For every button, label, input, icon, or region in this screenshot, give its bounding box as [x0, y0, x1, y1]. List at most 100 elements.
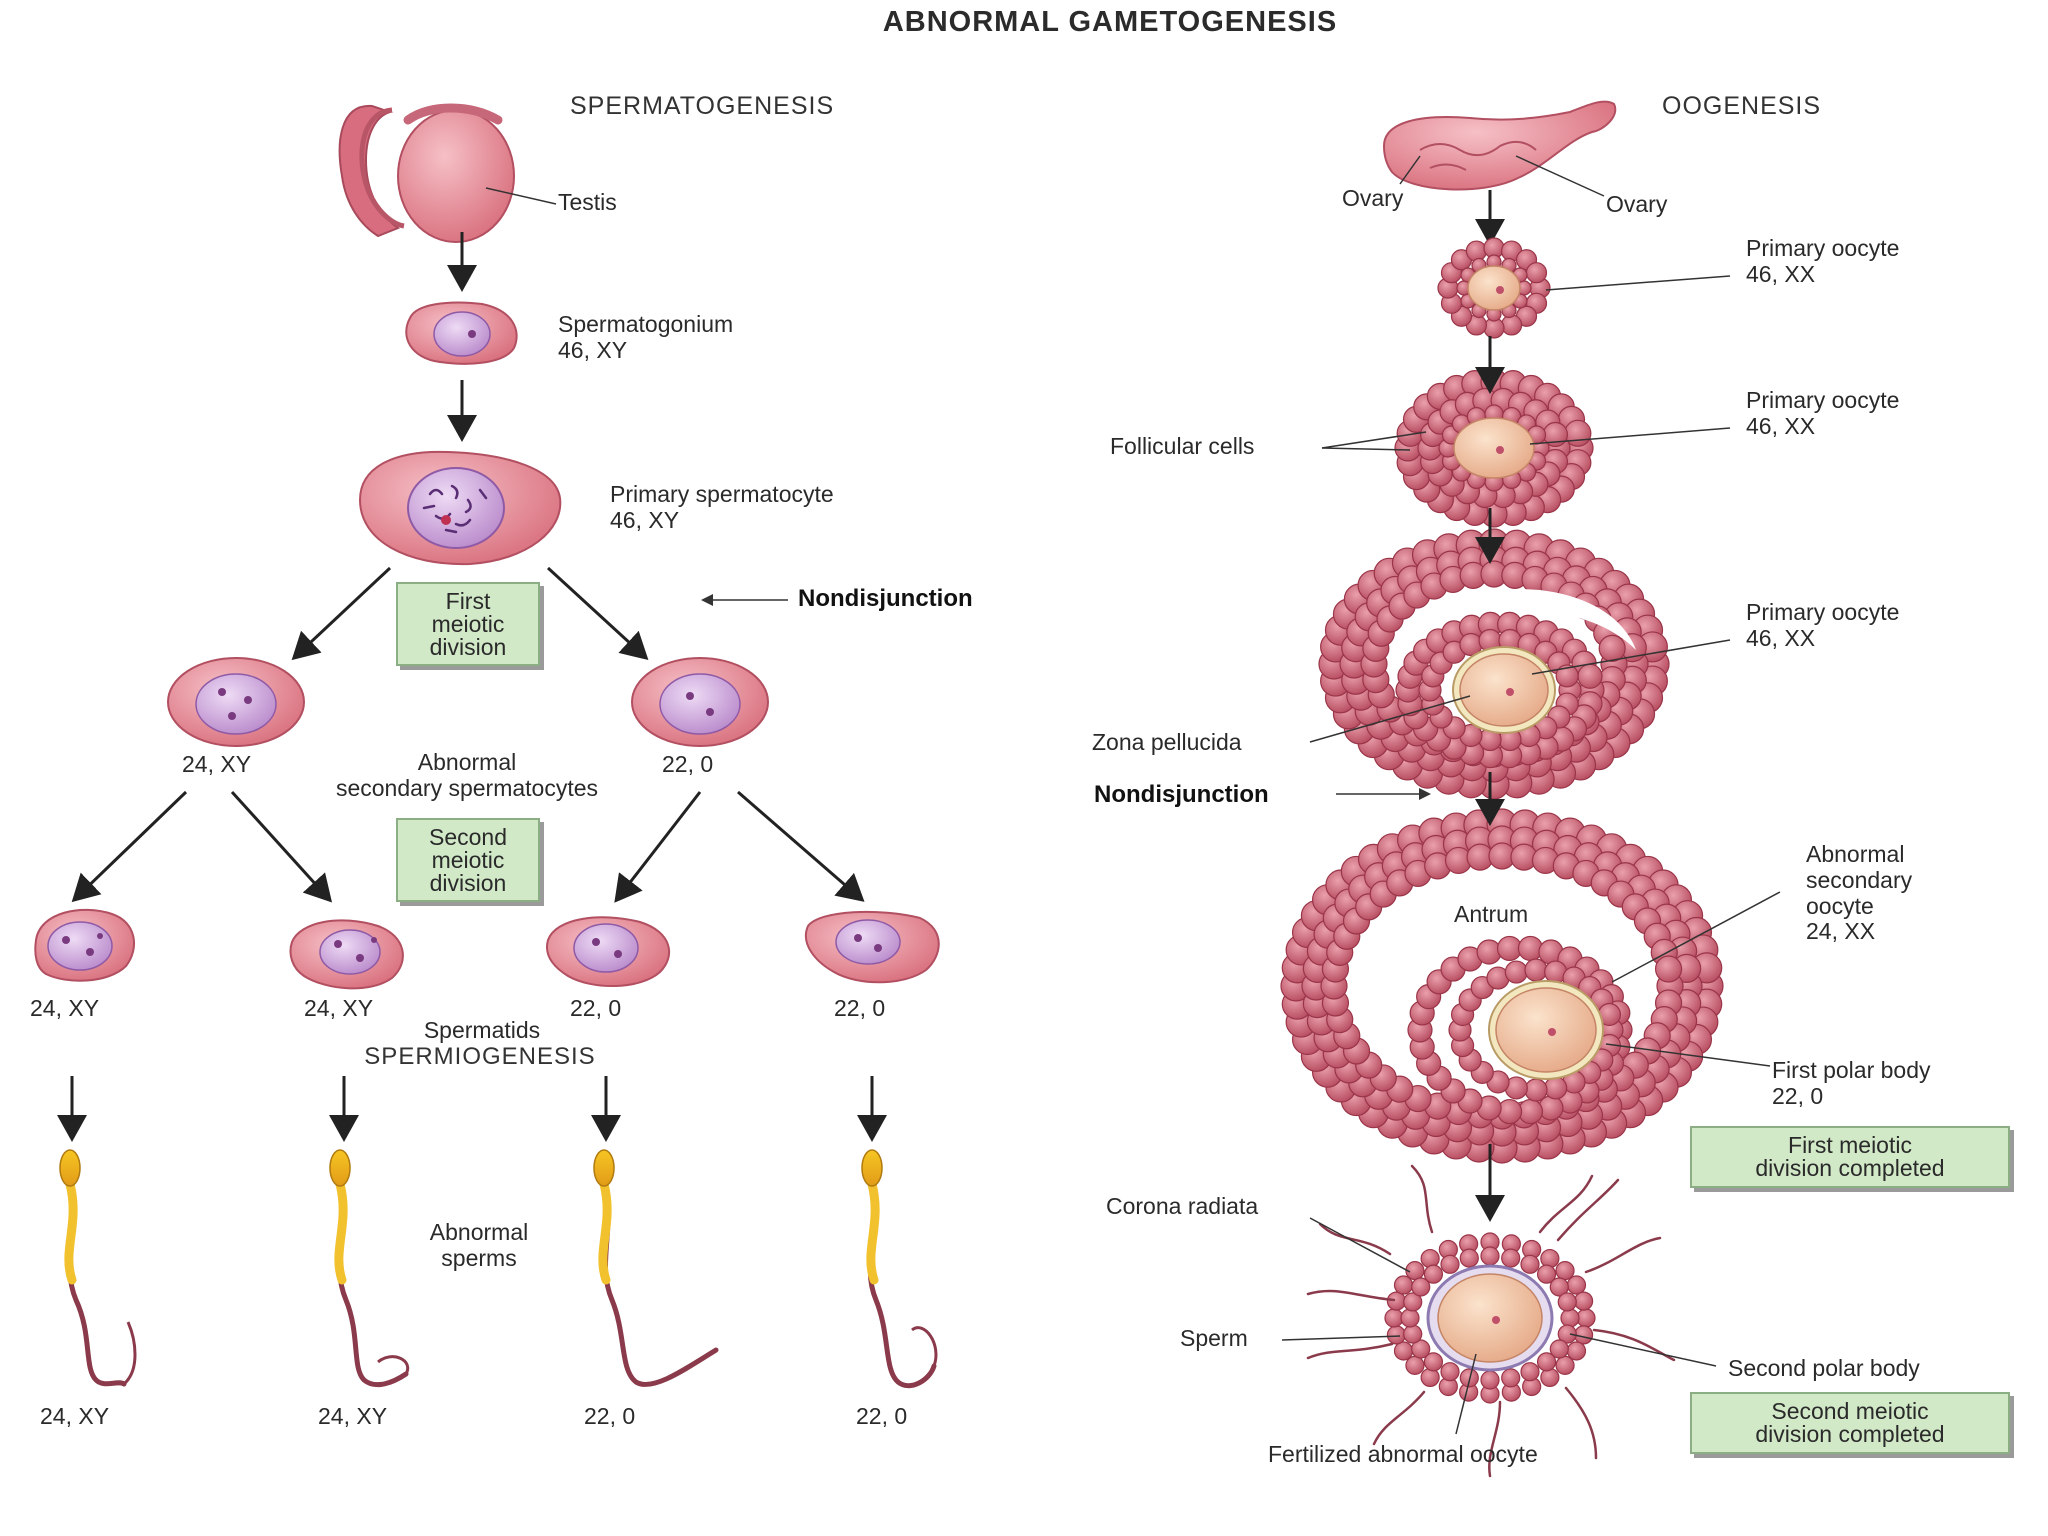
abnormal-label: Abnormal	[417, 749, 517, 775]
spermatid-4-karyotype: 22, 0	[834, 995, 886, 1021]
spermatids-label: Spermatids	[423, 1017, 541, 1043]
fertilized-oocyte-corona	[1306, 1164, 1676, 1478]
first-meiotic-division-box: First meiotic division	[396, 582, 540, 666]
sperm-tail	[1318, 1222, 1392, 1256]
primordial-follicle	[1437, 237, 1551, 339]
sperm-3-karyotype: 22, 0	[584, 1403, 636, 1429]
sperm-tail	[1584, 1236, 1662, 1274]
ovary-label-right: Ovary	[1606, 191, 1668, 217]
sperm-tail	[1556, 1178, 1620, 1242]
follicular-cell	[1501, 314, 1523, 336]
follicular-cell	[1501, 1368, 1521, 1388]
follicular-cell	[1411, 1339, 1431, 1359]
sperm-label: Sperm	[1180, 1325, 1248, 1351]
first-meiotic-division-completed-box: First meiotic division completed	[1690, 1126, 2010, 1188]
follicular-cell	[1560, 1308, 1580, 1328]
spermatogenesis-heading: SPERMATOGENESIS	[570, 92, 835, 120]
primary-oocyte-2-karyotype: 46, XX	[1746, 413, 1816, 439]
follicular-cell	[1423, 1352, 1444, 1372]
sperm-2	[329, 1149, 410, 1388]
sperm-2-karyotype: 24, XY	[318, 1403, 388, 1429]
leader-follicular-cells-2	[1321, 447, 1411, 451]
arrow-secondary-left-to-spermatid-1	[71, 790, 188, 903]
follicular-cell	[1386, 1291, 1407, 1311]
spermatid-3-karyotype: 22, 0	[570, 995, 622, 1021]
spermatogonium-cell	[405, 301, 518, 365]
follicular-cell	[1544, 1076, 1568, 1100]
spermatid-1-karyotype: 24, XY	[30, 995, 100, 1021]
leader-second-polar-body	[1569, 1333, 1717, 1367]
follicular-cell	[1520, 1254, 1540, 1274]
sperm-4-karyotype: 22, 0	[856, 1403, 908, 1429]
primary-oocyte-2-label: Primary oocyte	[1746, 387, 1900, 413]
leader-primary-oocyte-2	[1529, 427, 1731, 445]
leader-primary-oocyte-3	[1531, 639, 1731, 675]
spermatid-1	[34, 908, 135, 982]
sperm-tail	[1410, 1164, 1434, 1234]
spermatid-2-karyotype: 24, XY	[304, 995, 374, 1021]
secondary-spermatocyte-left	[167, 657, 305, 747]
follicular-cell	[1423, 1264, 1444, 1284]
second-meiotic-division-box: Second meiotic division	[396, 818, 540, 902]
follicular-cell	[1555, 1261, 1575, 1281]
sperm-tail	[1538, 1174, 1594, 1234]
primary-oocyte-1-label: Primary oocyte	[1746, 235, 1900, 261]
follicular-cell	[1540, 1367, 1560, 1388]
follicular-cell	[1440, 1362, 1460, 1382]
leader-sperm	[1281, 1335, 1401, 1341]
sperm-tail	[1372, 1390, 1426, 1446]
follicular-cell	[1440, 1254, 1460, 1274]
second-meiotic-division-completed-box: Second meiotic division completed	[1690, 1392, 2010, 1454]
follicular-cell	[1403, 1324, 1423, 1344]
follicular-cell	[1555, 1355, 1575, 1375]
leader-fertilized-oocyte	[1455, 1353, 1477, 1435]
corona-radiata-label: Corona radiata	[1106, 1193, 1259, 1219]
spermatid-2	[289, 919, 404, 990]
oogenesis-heading: OOGENESIS	[1662, 92, 1822, 120]
follicular-cell	[1576, 1308, 1596, 1328]
arrow-secondary-left-to-spermatid-2	[230, 790, 333, 903]
follicular-cell	[1654, 955, 1683, 983]
diagram-title: ABNORMAL GAMETOGENESIS	[882, 6, 1338, 38]
spermiogenesis-label: SPERMIOGENESIS	[364, 1043, 596, 1070]
nondisjunction-label-left: Nondisjunction	[798, 585, 973, 612]
arrow-secondary-right-to-spermatid-3	[614, 791, 702, 903]
sperm-tail	[1488, 1400, 1502, 1478]
primary-oocyte-1-karyotype: 46, XX	[1746, 261, 1816, 287]
primary-follicle	[1394, 368, 1594, 528]
follicular-cell	[1555, 664, 1579, 688]
follicular-cell	[1420, 1367, 1440, 1388]
follicular-cell	[1386, 1325, 1407, 1345]
secondary-follicle	[1318, 528, 1670, 800]
vesicular-follicle	[1280, 808, 1724, 1164]
sperm-1-karyotype: 24, XY	[40, 1403, 110, 1429]
second-polar-body-label: Second polar body	[1728, 1355, 1920, 1381]
follicular-cell	[1393, 1275, 1414, 1295]
follicular-cell	[1566, 1275, 1587, 1295]
abnormal-sperms-label: Abnormal sperms	[429, 1219, 529, 1271]
first-polar-body-label: First polar body 22, 0	[1772, 1057, 1931, 1109]
leader-corona-radiata	[1309, 1217, 1411, 1273]
secondary-spermatocytes-label: secondary spermatocytes	[335, 775, 599, 801]
spermatogonium-karyotype: 46, XY	[558, 337, 628, 363]
arrow-primary-to-secondary-right	[546, 566, 649, 661]
arrow-secondary-right-to-spermatid-4	[737, 790, 865, 902]
follicular-cell	[1504, 960, 1528, 984]
follicular-cell	[1420, 1248, 1440, 1269]
follicular-cell	[1520, 1362, 1540, 1382]
zona-pellucida-label: Zona pellucida	[1092, 729, 1242, 755]
follicular-cell	[1598, 634, 1626, 662]
secondary-right-karyotype: 22, 0	[662, 751, 714, 777]
arrow-primary-to-secondary-left	[291, 566, 392, 661]
primary-oocyte-3-karyotype: 46, XX	[1746, 625, 1816, 651]
follicular-cell	[1524, 1078, 1548, 1102]
sperm-tail	[1592, 1328, 1676, 1362]
leader-follicular-cells	[1321, 431, 1427, 449]
fertilized-abnormal-oocyte-label: Fertilized abnormal oocyte	[1268, 1441, 1538, 1467]
follicular-cell	[1536, 1352, 1557, 1372]
follicular-cell	[1557, 1324, 1577, 1344]
ovary-illustration	[1382, 100, 1617, 197]
follicular-cell	[1557, 1292, 1577, 1312]
primary-oocyte-3-label: Primary oocyte	[1746, 599, 1900, 625]
